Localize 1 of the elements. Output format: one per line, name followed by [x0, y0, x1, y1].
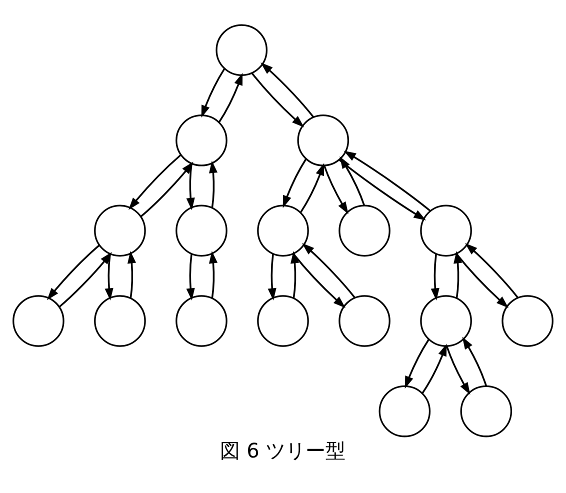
caption: 図 6 ツリー型	[220, 438, 346, 462]
